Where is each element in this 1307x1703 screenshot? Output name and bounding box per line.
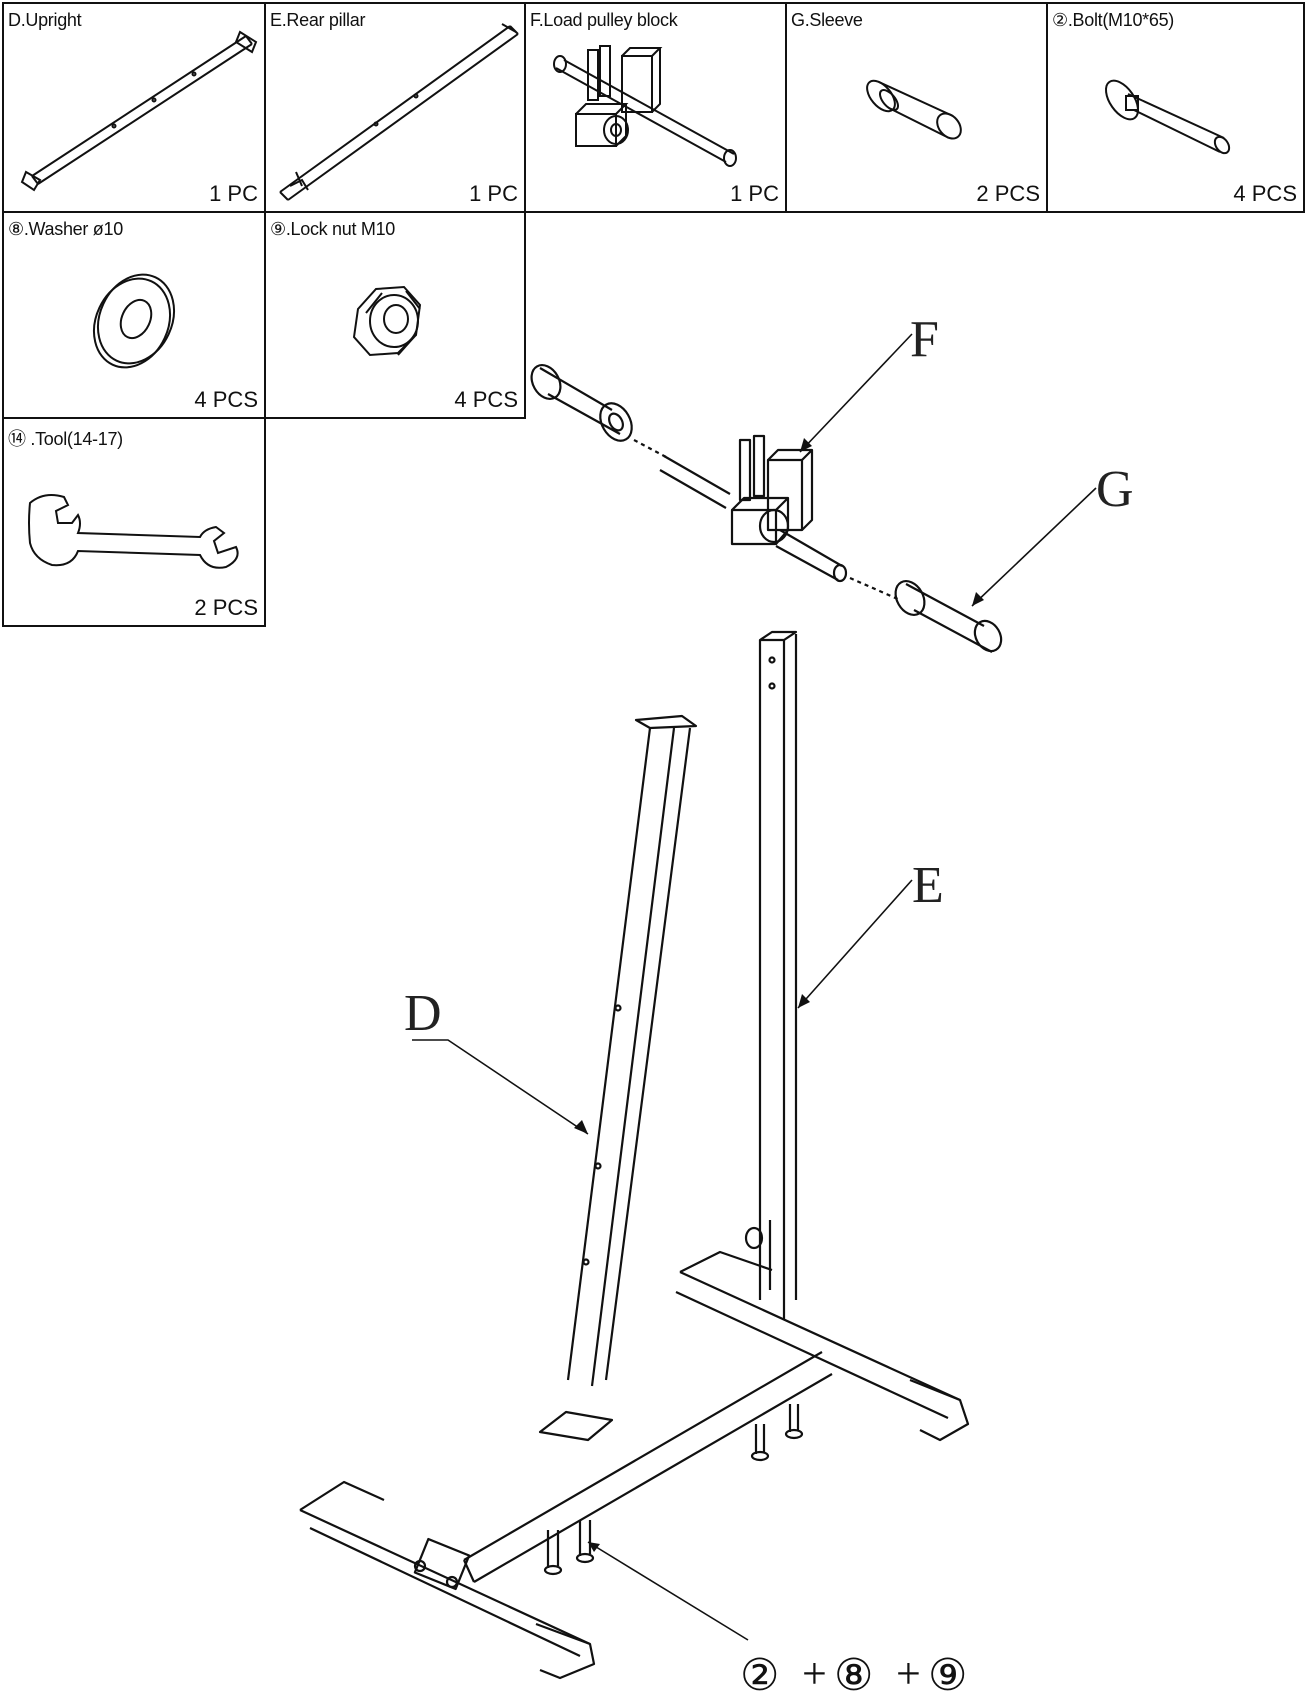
ref-nut: ⑨ (928, 1651, 967, 1700)
lock-nut-icon (352, 285, 422, 357)
leader-d (412, 1039, 589, 1135)
part-qty: 4 PCS (1233, 181, 1297, 206)
part-qty: 4 PCS (194, 387, 258, 412)
bolts-drawing (543, 1404, 804, 1576)
leader-f (799, 333, 913, 453)
callout-d: D (404, 985, 442, 1042)
part-qty: 2 PCS (194, 595, 258, 620)
upright-icon (20, 30, 258, 192)
rear-pillar-drawing (744, 630, 798, 1320)
leader-hardware (587, 1541, 749, 1641)
part-qty: 4 PCS (454, 387, 518, 412)
leader-g (971, 487, 1097, 607)
rear-pillar-icon (279, 23, 519, 201)
callout-f: F (910, 311, 939, 368)
part-qty: 1 PC (730, 181, 779, 206)
part-qty: 1 PC (209, 181, 258, 206)
part-cell-lock-nut: ⑨.Lock nut M10 4 PCS (264, 211, 526, 419)
callout-e: E (912, 857, 944, 914)
leader-e (797, 879, 913, 1009)
bolt-icon (1105, 79, 1231, 155)
part-cell-upright: D.Upright 1 PC (2, 2, 266, 213)
part-label: ⑨.Lock nut M10 (270, 219, 395, 239)
washer-icon (93, 273, 175, 369)
sleeve-icon (866, 79, 962, 140)
part-cell-sleeve: G.Sleeve 2 PCS (785, 2, 1048, 213)
pulley-block-icon (553, 45, 737, 167)
base-frame-drawing (299, 1250, 970, 1680)
ref-washer: ⑧ (834, 1651, 873, 1700)
part-cell-load-pulley-block: F.Load pulley block 1 PC (524, 2, 787, 213)
ref-plus-1: + (802, 1649, 827, 1698)
part-label: E.Rear pillar (270, 10, 366, 30)
part-cell-tool: ⑭ .Tool(14-17) 2 PCS (2, 417, 266, 627)
part-qty: 2 PCS (976, 181, 1040, 206)
pulley-assembly-drawing (530, 364, 1003, 653)
ref-bolt: ② (740, 1651, 779, 1700)
ref-plus-2: + (896, 1649, 921, 1698)
callout-g: G (1096, 461, 1134, 518)
part-label: ⑭ .Tool(14-17) (8, 429, 123, 449)
upright-drawing (538, 714, 698, 1442)
part-label: G.Sleeve (791, 10, 863, 30)
part-label: F.Load pulley block (530, 10, 678, 30)
part-qty: 1 PC (469, 181, 518, 206)
part-label: D.Upright (8, 10, 82, 30)
part-label: ②.Bolt(M10*65) (1052, 10, 1174, 30)
part-cell-bolt: ②.Bolt(M10*65) 4 PCS (1046, 2, 1305, 213)
part-label: ⑧.Washer ø10 (8, 219, 123, 239)
wrench-icon (28, 494, 239, 569)
